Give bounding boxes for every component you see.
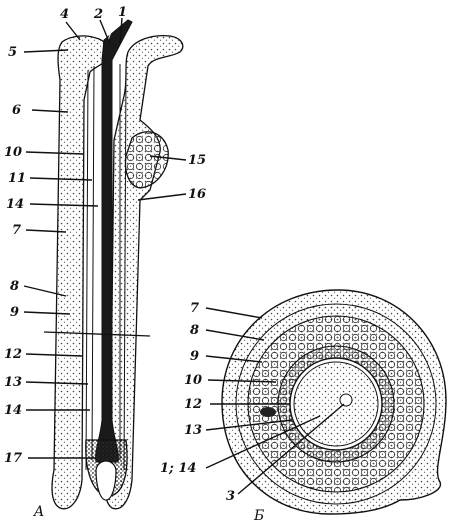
labels-b: 7 8 9 10 12 13 1; 14 3 Б [160, 301, 264, 524]
label-b-13: 13 [184, 423, 202, 438]
label-b-9: 9 [190, 349, 199, 364]
label-b-1-14: 1; 14 [160, 461, 196, 476]
sebaceous-gland [124, 131, 169, 189]
label-b-8: 8 [190, 323, 199, 338]
label-a-15: 15 [188, 153, 206, 168]
label-b-10: 10 [184, 373, 202, 388]
outer-sheath-right [105, 34, 184, 510]
dark-inclusion [260, 407, 276, 417]
label-b-7: 7 [190, 301, 199, 316]
label-a-14-top: 14 [6, 197, 24, 212]
label-a-14-bottom: 14 [4, 403, 22, 418]
longitudinal-section [43, 19, 184, 510]
label-a-17: 17 [4, 451, 22, 466]
panel-b-letter: Б [253, 508, 264, 524]
labels-a: 4 2 1 5 6 10 11 14 7 8 9 12 13 14 17 15 … [4, 5, 206, 520]
label-a-13: 13 [4, 375, 22, 390]
hair-medulla [339, 393, 353, 407]
outer-sheath-left [51, 35, 110, 510]
label-b-3: 3 [226, 489, 235, 504]
cross-section [221, 289, 447, 515]
label-b-12: 12 [184, 397, 202, 412]
leader-lines-a [23, 17, 187, 459]
leader-lines-b [205, 307, 345, 495]
label-a-1: 1 [118, 5, 127, 20]
label-a-6: 6 [12, 103, 21, 118]
label-a-5: 5 [8, 45, 17, 60]
section-line [43, 331, 151, 337]
label-a-7: 7 [12, 223, 21, 238]
label-a-12: 12 [4, 347, 22, 362]
label-a-11: 11 [8, 171, 26, 186]
hair-cortex [293, 361, 379, 447]
label-a-2: 2 [93, 7, 103, 22]
label-a-16: 16 [188, 187, 206, 202]
label-a-8: 8 [10, 279, 19, 294]
panel-a-letter: A [32, 504, 44, 520]
label-a-9: 9 [10, 305, 19, 320]
label-a-10: 10 [4, 145, 22, 160]
label-a-4: 4 [60, 7, 69, 22]
hair-papilla [95, 460, 117, 501]
